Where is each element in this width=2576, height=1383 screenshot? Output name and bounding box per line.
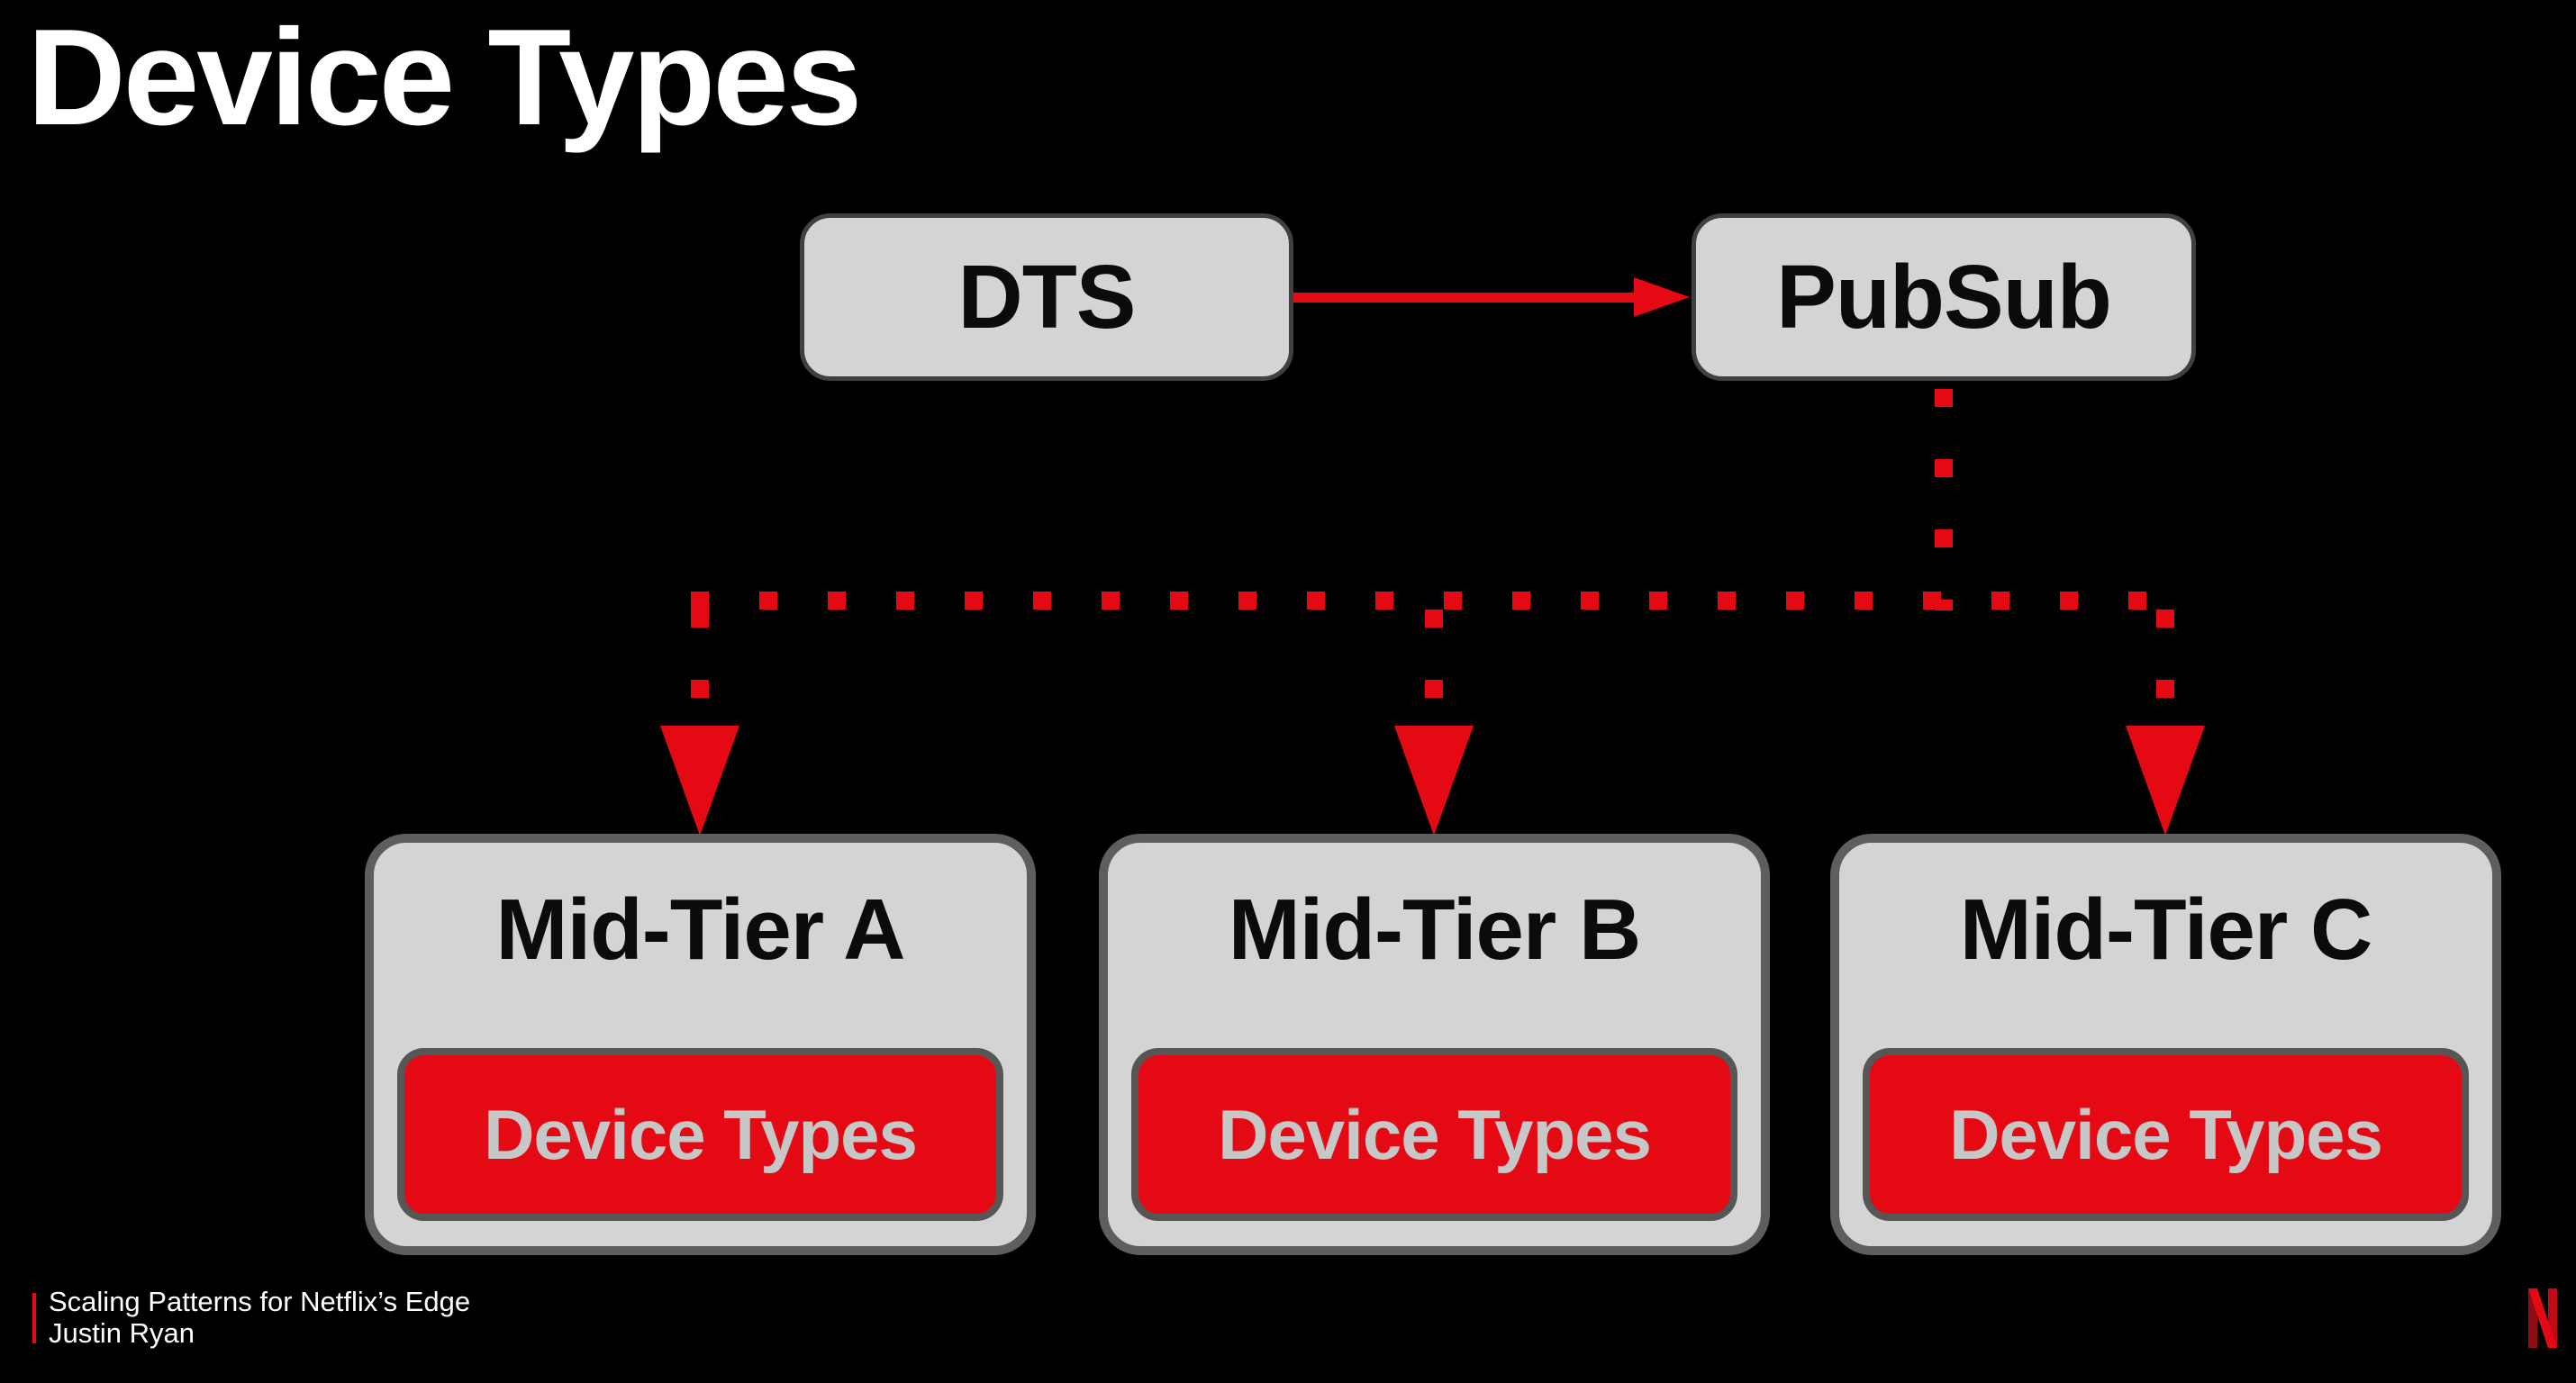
node-mid-tier-c: Mid-Tier C Device Types xyxy=(1830,834,2501,1255)
node-pubsub: PubSub xyxy=(1692,213,2196,381)
dotted-connector-pubsub-drop xyxy=(1935,389,1953,610)
dotted-connector-drop-c xyxy=(2156,610,2174,723)
footer-credits: Scaling Patterns for Netflix’s Edge Just… xyxy=(49,1286,470,1349)
node-dts-label: DTS xyxy=(957,246,1137,348)
footer-accent-bar xyxy=(32,1293,36,1343)
node-mid-tier-a-label: Mid-Tier A xyxy=(495,881,905,978)
dotted-connector-bus xyxy=(691,592,2175,610)
arrow-down-icon-b xyxy=(1394,726,1474,836)
node-mid-tier-b-label: Mid-Tier B xyxy=(1228,881,1642,978)
device-types-chip-c: Device Types xyxy=(1863,1048,2469,1221)
node-pubsub-label: PubSub xyxy=(1776,246,2112,348)
footer: Scaling Patterns for Netflix’s Edge Just… xyxy=(32,1286,470,1349)
arrow-right-icon xyxy=(1634,277,1690,317)
arrow-down-icon-a xyxy=(660,726,739,836)
device-types-chip-a: Device Types xyxy=(397,1048,1003,1221)
device-types-chip-c-label: Device Types xyxy=(1949,1094,2383,1174)
device-types-chip-b: Device Types xyxy=(1131,1048,1737,1221)
node-mid-tier-a: Mid-Tier A Device Types xyxy=(365,834,1036,1255)
node-mid-tier-c-label: Mid-Tier C xyxy=(1959,881,2373,978)
footer-presentation-title: Scaling Patterns for Netflix’s Edge xyxy=(49,1286,471,1317)
device-types-chip-b-label: Device Types xyxy=(1218,1094,1652,1174)
dotted-connector-drop-b xyxy=(1425,610,1443,723)
footer-presenter-name: Justin Ryan xyxy=(49,1317,195,1349)
netflix-n-icon xyxy=(2528,1288,2557,1348)
node-mid-tier-b: Mid-Tier B Device Types xyxy=(1099,834,1770,1255)
page-title: Device Types xyxy=(27,1,862,154)
device-types-chip-a-label: Device Types xyxy=(484,1094,918,1174)
arrow-dts-to-pubsub-line xyxy=(1293,293,1636,303)
node-dts: DTS xyxy=(800,213,1293,381)
dotted-connector-drop-a xyxy=(691,610,709,723)
arrow-down-icon-c xyxy=(2126,726,2205,836)
